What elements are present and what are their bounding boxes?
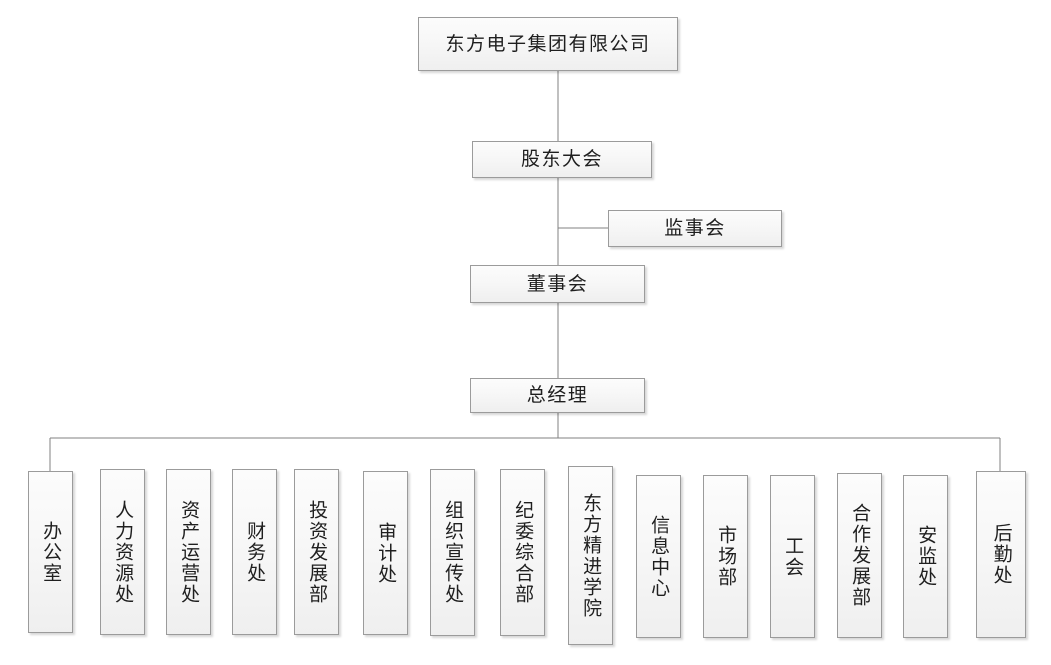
department-box[interactable]: 审计处 <box>363 471 408 635</box>
department-box[interactable]: 资产运营处 <box>166 469 211 635</box>
department-label: 市场部 <box>715 525 738 588</box>
department-box[interactable]: 投资发展部 <box>294 469 339 635</box>
department-label: 后勤处 <box>990 523 1013 586</box>
department-box[interactable]: 后勤处 <box>976 471 1026 638</box>
department-label: 资产运营处 <box>178 499 201 605</box>
node-company[interactable]: 东方电子集团有限公司 <box>418 17 678 71</box>
node-general-manager[interactable]: 总经理 <box>470 378 645 413</box>
department-box[interactable]: 东方精进学院 <box>568 466 613 645</box>
node-board-of-directors[interactable]: 董事会 <box>470 265 645 303</box>
department-label: 信息中心 <box>648 514 671 599</box>
department-box[interactable]: 工会 <box>770 475 815 638</box>
department-label: 东方精进学院 <box>580 492 603 619</box>
department-label: 投资发展部 <box>306 499 329 605</box>
department-label: 人力资源处 <box>112 499 135 605</box>
department-box[interactable]: 纪委综合部 <box>500 469 545 636</box>
node-shareholders-meeting-label: 股东大会 <box>520 148 603 171</box>
department-box[interactable]: 市场部 <box>703 475 748 638</box>
department-box[interactable]: 人力资源处 <box>100 469 145 635</box>
department-label: 办公室 <box>40 520 63 584</box>
node-board-of-supervisors-label: 监事会 <box>664 217 726 240</box>
department-box[interactable]: 合作发展部 <box>837 473 882 638</box>
node-general-manager-label: 总经理 <box>526 384 589 407</box>
department-box[interactable]: 办公室 <box>28 471 73 633</box>
department-label: 安监处 <box>915 525 938 588</box>
department-label: 工会 <box>782 535 805 578</box>
department-box[interactable]: 安监处 <box>903 475 948 638</box>
department-box[interactable]: 信息中心 <box>636 475 681 638</box>
department-box[interactable]: 财务处 <box>232 469 277 635</box>
department-label: 纪委综合部 <box>512 500 535 605</box>
department-label: 审计处 <box>375 521 398 585</box>
node-shareholders-meeting[interactable]: 股东大会 <box>472 141 652 178</box>
node-company-label: 东方电子集团有限公司 <box>445 32 651 55</box>
department-box[interactable]: 组织宣传处 <box>430 469 475 636</box>
department-label: 财务处 <box>244 520 267 584</box>
department-label: 组织宣传处 <box>442 500 465 605</box>
department-label: 合作发展部 <box>849 503 872 608</box>
node-board-of-directors-label: 董事会 <box>526 272 589 295</box>
node-board-of-supervisors[interactable]: 监事会 <box>608 210 782 247</box>
